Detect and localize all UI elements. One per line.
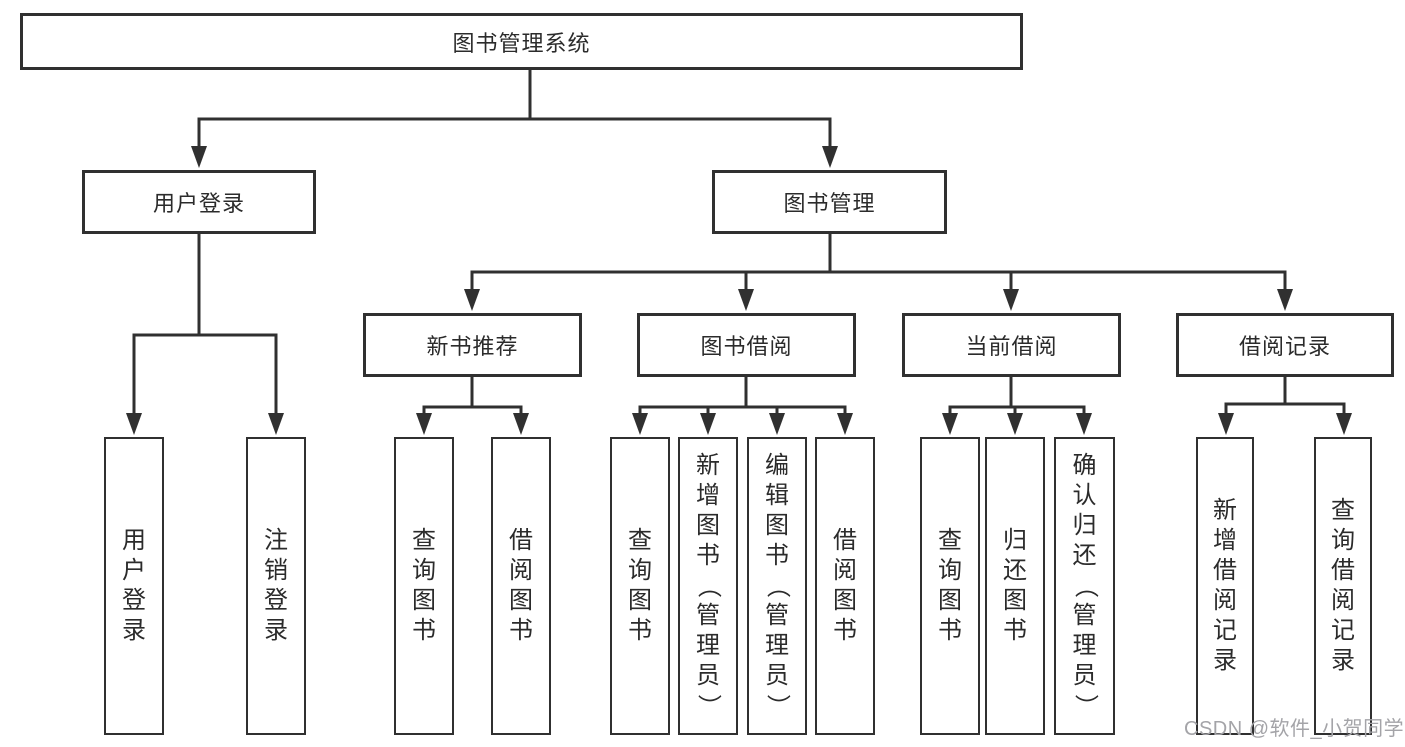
leaf-user-login: 用户登录: [104, 437, 164, 735]
leaf-query-books-current: 查询图书: [920, 437, 980, 735]
leaf-borrow-books: 借阅图书: [815, 437, 875, 735]
node-user-login: 用户登录: [82, 170, 316, 234]
node-book-borrowing: 图书借阅: [637, 313, 856, 377]
leaf-add-book-admin: 新增图书（管理员）: [678, 437, 738, 735]
leaf-add-borrow-record: 新增借阅记录: [1196, 437, 1254, 735]
leaf-edit-book-admin: 编辑图书（管理员）: [747, 437, 807, 735]
arrowheads: [126, 146, 1352, 435]
leaf-borrow-books-recommend: 借阅图书: [491, 437, 551, 735]
leaf-query-books-recommend: 查询图书: [394, 437, 454, 735]
leaf-return-books: 归还图书: [985, 437, 1045, 735]
node-book-management: 图书管理: [712, 170, 947, 234]
node-current-borrowing: 当前借阅: [902, 313, 1121, 377]
leaf-query-books-borrowing: 查询图书: [610, 437, 670, 735]
node-borrowing-records: 借阅记录: [1176, 313, 1394, 377]
watermark: CSDN @软件_小贺同学: [1184, 718, 1405, 740]
leaf-logout: 注销登录: [246, 437, 306, 735]
leaf-confirm-return-admin: 确认归还（管理员）: [1054, 437, 1115, 735]
node-library-management-system: 图书管理系统: [20, 13, 1023, 70]
leaf-query-borrow-record: 查询借阅记录: [1314, 437, 1372, 735]
node-new-book-recommendation: 新书推荐: [363, 313, 582, 377]
